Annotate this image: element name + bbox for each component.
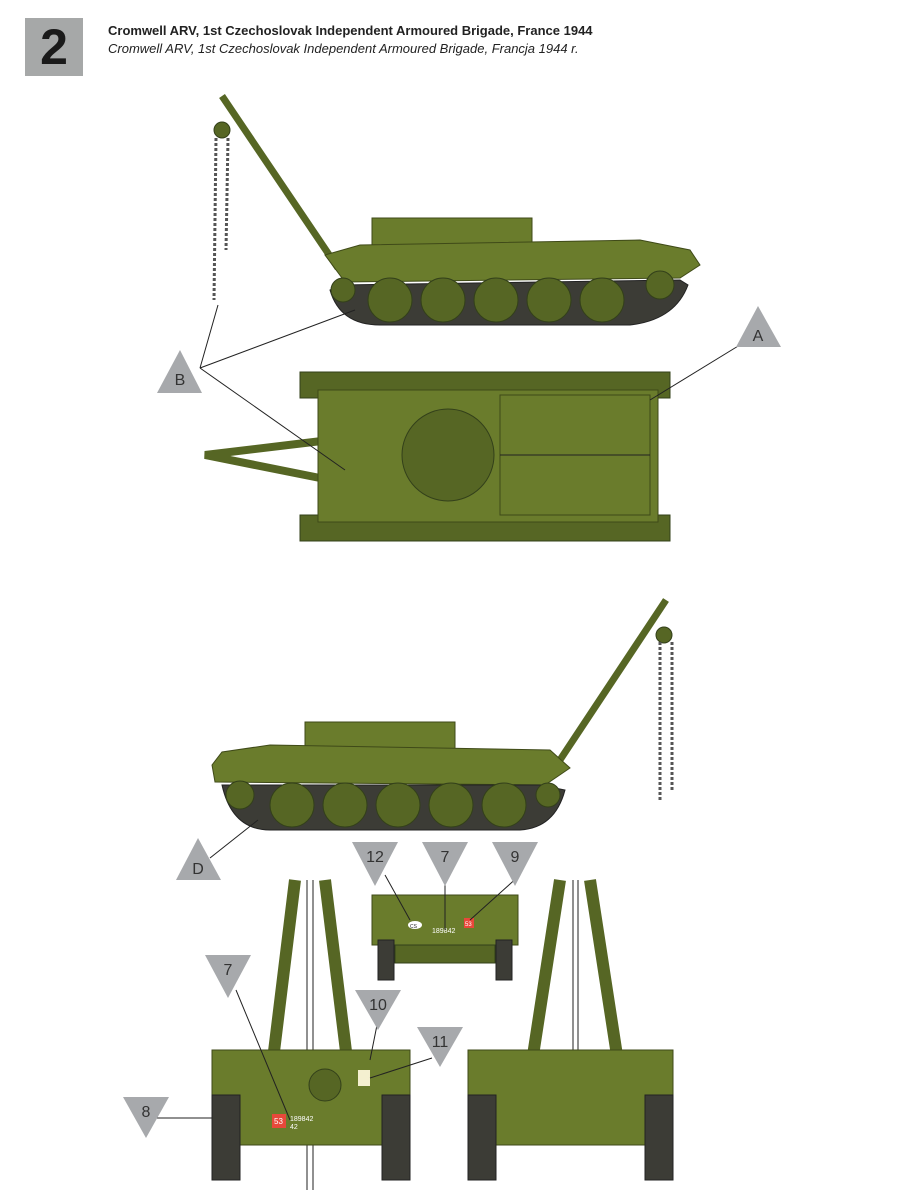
scheme-number-badge: 2 — [25, 18, 83, 76]
svg-text:D: D — [192, 861, 204, 878]
svg-text:A: A — [753, 328, 764, 345]
callout-a: A — [736, 306, 781, 347]
svg-text:12: 12 — [366, 849, 384, 866]
callout-11: 11 — [417, 1027, 463, 1067]
callout-b: B — [157, 350, 202, 393]
serial-marking-rear: 189842 — [290, 1116, 313, 1123]
callout-12: 12 — [352, 842, 398, 886]
callout-d: D — [176, 838, 221, 880]
unit-sign-marking: 53 — [465, 922, 472, 928]
top-view — [204, 371, 671, 542]
side-view-right — [211, 598, 674, 831]
side-view-left — [212, 94, 701, 326]
svg-text:8: 8 — [142, 1104, 151, 1121]
svg-text:10: 10 — [369, 997, 387, 1014]
svg-text:7: 7 — [224, 962, 233, 979]
callout-9: 9 — [492, 842, 538, 886]
serial-marking: 189842 — [432, 928, 455, 935]
svg-text:B: B — [175, 372, 186, 389]
unit-sign-marking-rear: 53 — [274, 1117, 283, 1126]
rear-view-right — [467, 879, 674, 1181]
svg-text:9: 9 — [511, 849, 520, 866]
scheme-subtitle: Cromwell ARV, 1st Czechoslovak Independe… — [108, 41, 579, 56]
cs-roundel-marking: CS — [410, 924, 418, 930]
scheme-title: Cromwell ARV, 1st Czechoslovak Independe… — [108, 23, 593, 38]
tac-number-marking: 42 — [290, 1124, 298, 1131]
svg-text:7: 7 — [441, 849, 450, 866]
callout-10: 10 — [355, 990, 401, 1030]
svg-text:11: 11 — [432, 1034, 449, 1051]
callout-8: 8 — [123, 1097, 169, 1138]
rear-view-left: 53 189842 42 — [211, 879, 411, 1190]
callout-7-rear: 7 — [205, 955, 251, 998]
callout-7-top: 7 — [422, 842, 468, 886]
